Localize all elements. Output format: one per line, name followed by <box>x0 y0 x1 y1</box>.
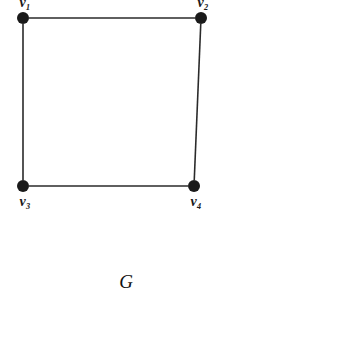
graph-edge <box>22 24 24 180</box>
graph-edge <box>29 17 195 19</box>
vertex-label: v₃ <box>19 195 30 209</box>
graph-edge <box>194 24 201 180</box>
vertex-label: v₄ <box>190 195 201 209</box>
vertex-label: v₁ <box>19 0 30 10</box>
vertex-label: v₂ <box>197 0 208 10</box>
graph-caption: G <box>119 272 133 291</box>
graph-vertex: v₂ <box>195 12 207 24</box>
graph-vertex: v₃ <box>17 180 29 192</box>
graph-vertex: v₄ <box>188 180 200 192</box>
graph-vertex: v₁ <box>17 12 29 24</box>
graph-edge <box>29 185 188 187</box>
